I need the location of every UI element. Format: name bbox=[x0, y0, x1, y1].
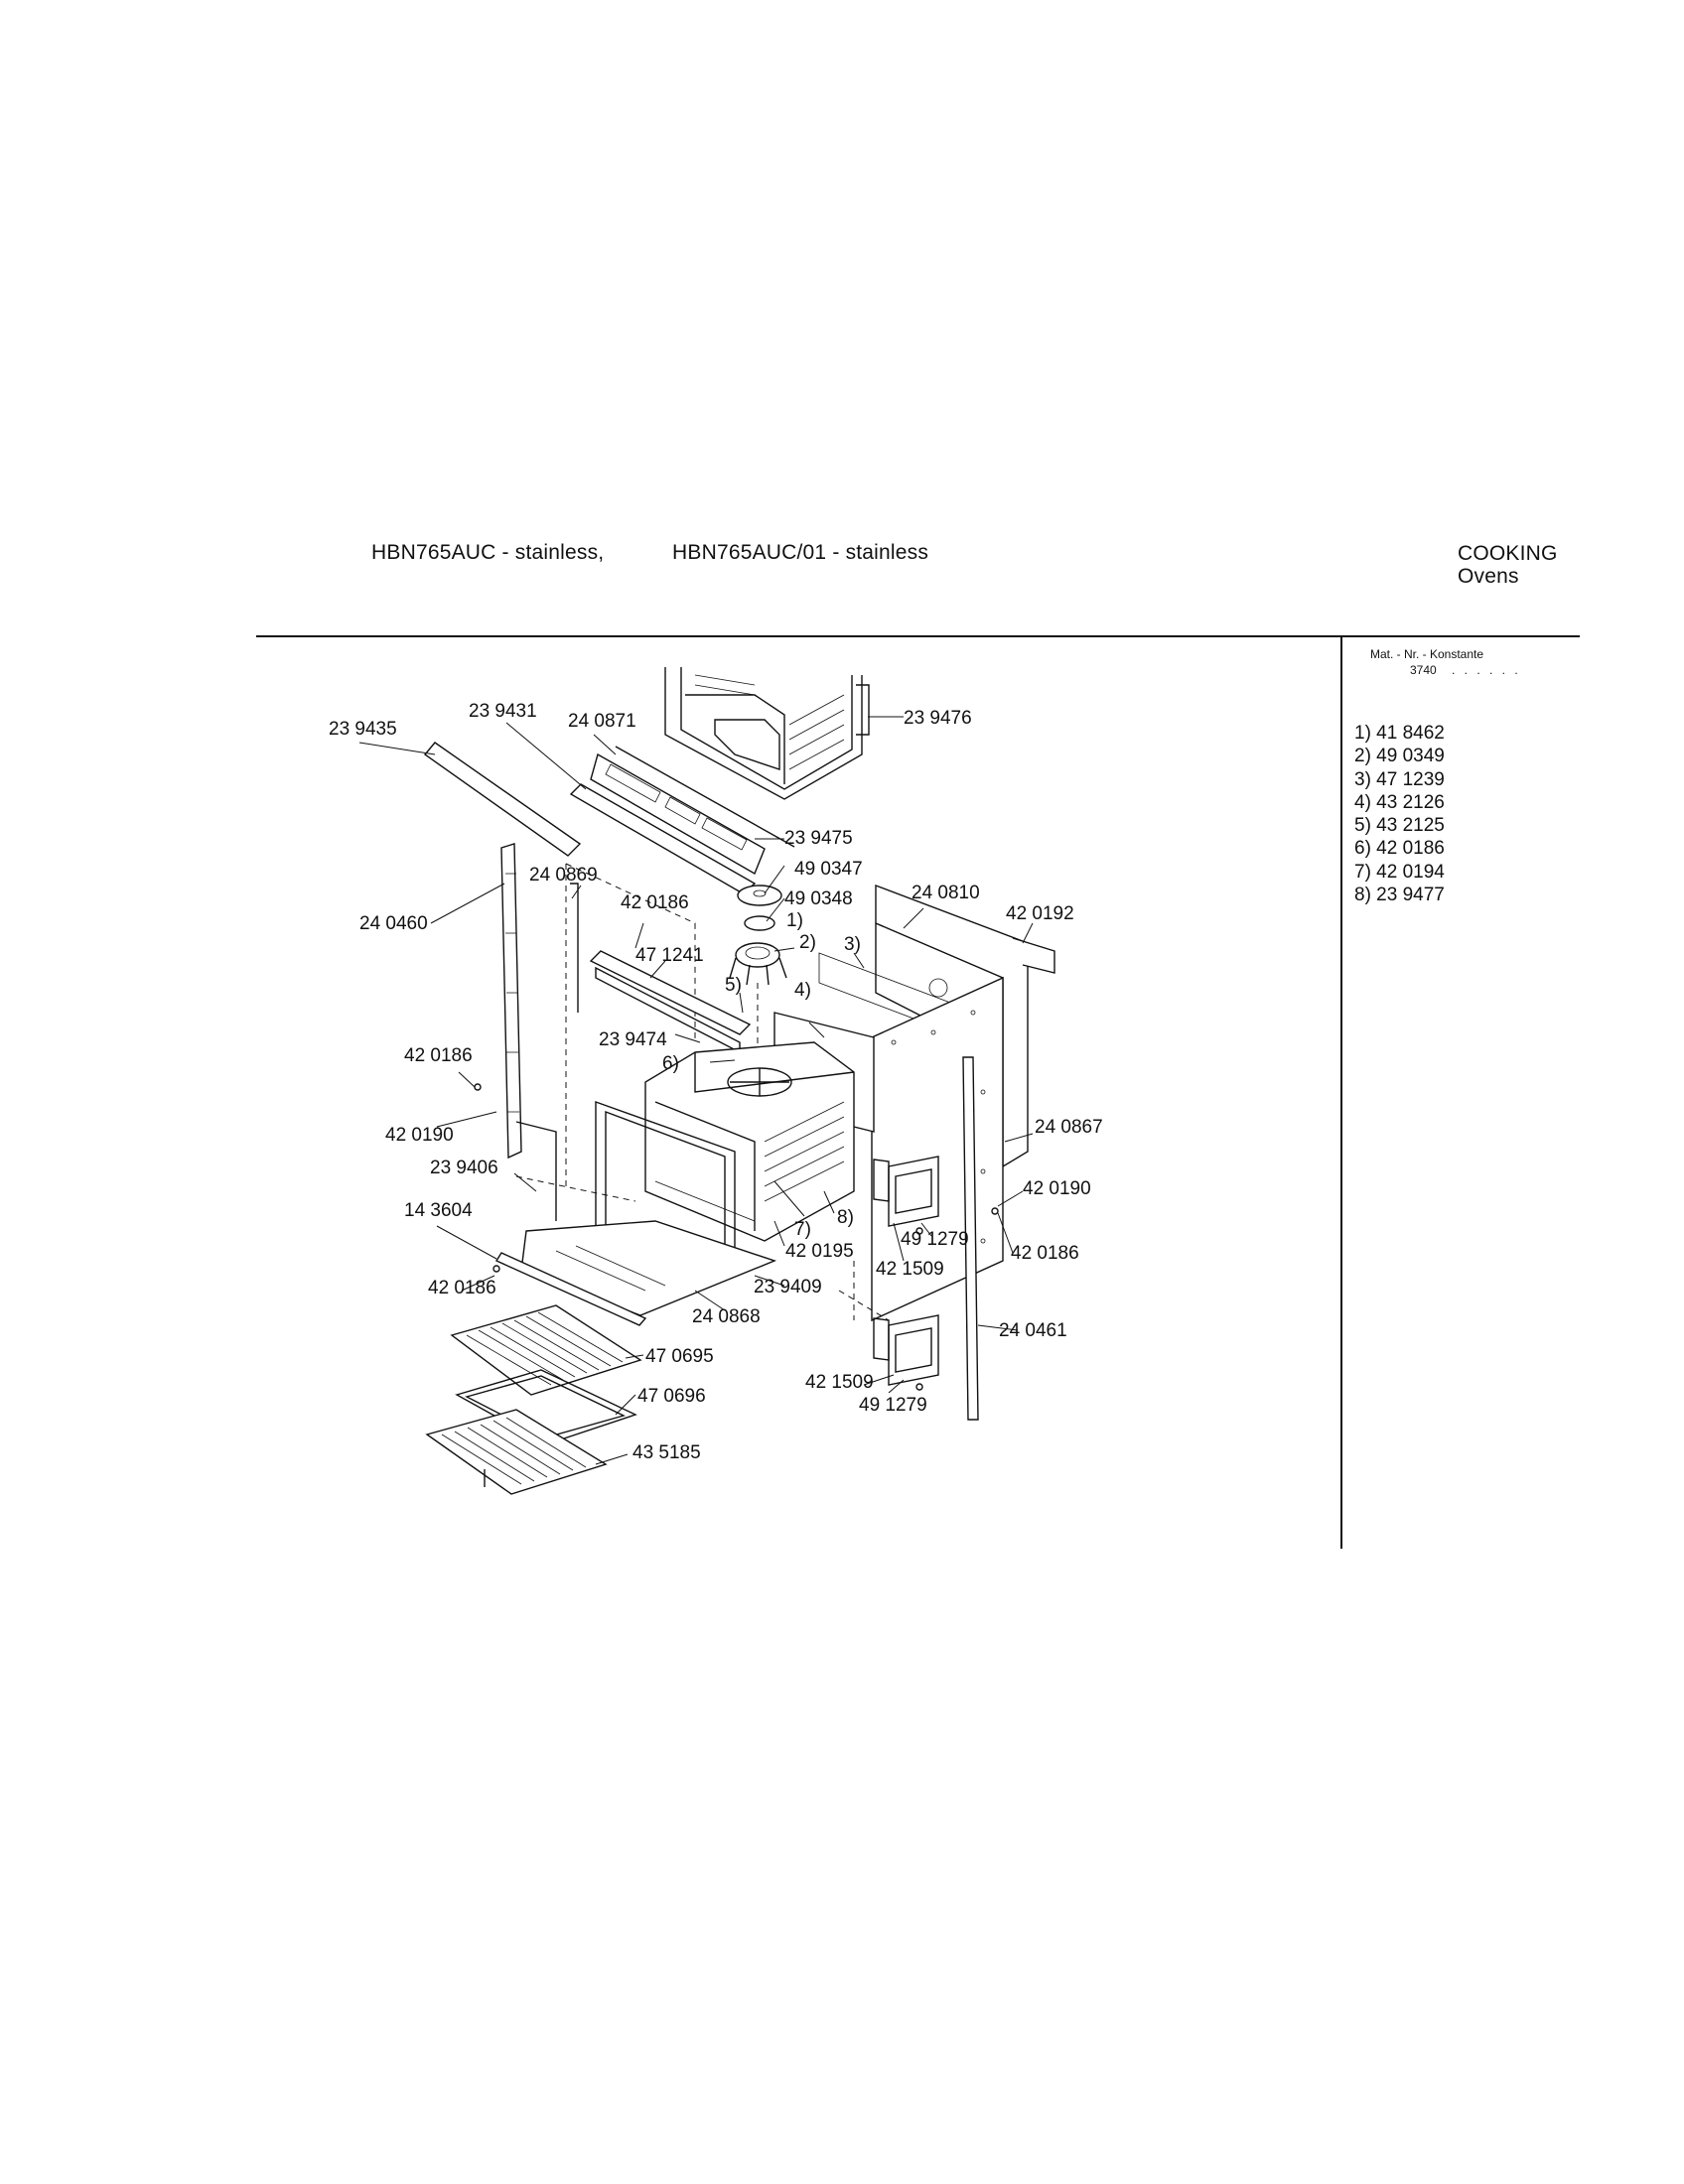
part-label-23-9435: 23 9435 bbox=[329, 719, 397, 740]
footnote-ref-5: 5) bbox=[725, 975, 742, 996]
fan-assembly-drawing bbox=[729, 885, 787, 1082]
footnote-item: 2) 49 0349 bbox=[1354, 746, 1445, 767]
oven-cavity-drawing bbox=[644, 1041, 855, 1242]
side-panel-constant: 3740 bbox=[1410, 663, 1437, 677]
hinge-lower-drawing bbox=[873, 1314, 939, 1386]
top-housing-drawing bbox=[664, 667, 870, 800]
footnote-ref-7: 7) bbox=[794, 1219, 811, 1240]
footnote-item: 6) 42 0186 bbox=[1354, 838, 1445, 860]
footnote-item: 7) 42 0194 bbox=[1354, 861, 1445, 883]
oven-rack-43-5185-drawing bbox=[425, 1409, 608, 1495]
footnote-item: 3) 47 1239 bbox=[1354, 768, 1445, 790]
part-label-42-0186-b: 42 0186 bbox=[404, 1045, 473, 1066]
part-label-24-0810: 24 0810 bbox=[912, 883, 980, 903]
part-label-42-0186-c: 42 0186 bbox=[1011, 1243, 1079, 1264]
part-labels: 23 9435 23 9431 24 0871 23 9476 23 9475 … bbox=[329, 701, 1103, 1463]
footnote-item: 8) 23 9477 bbox=[1354, 885, 1445, 906]
part-label-42-0186-d: 42 0186 bbox=[428, 1278, 496, 1298]
part-label-23-9475: 23 9475 bbox=[784, 828, 853, 849]
side-rail-24-0461-drawing bbox=[962, 1056, 979, 1421]
part-label-23-9474: 23 9474 bbox=[599, 1029, 667, 1050]
part-label-43-5185: 43 5185 bbox=[632, 1442, 701, 1463]
footnote-ref-8: 8) bbox=[837, 1207, 854, 1228]
part-label-47-0695: 47 0695 bbox=[645, 1346, 714, 1367]
control-frame-drawing bbox=[590, 746, 795, 876]
part-label-42-0190-b: 42 0190 bbox=[1023, 1178, 1091, 1199]
oven-rack-47-0695-drawing bbox=[450, 1304, 642, 1396]
part-label-42-0190-a: 42 0190 bbox=[385, 1125, 454, 1146]
bottom-plate-drawing bbox=[520, 1220, 777, 1316]
part-label-49-0347: 49 0347 bbox=[794, 859, 863, 880]
part-drawings bbox=[423, 667, 1055, 1495]
heater-47-1241-drawing bbox=[589, 950, 752, 1035]
part-label-23-9409: 23 9409 bbox=[754, 1277, 822, 1297]
footnote-ref-2: 2) bbox=[799, 932, 816, 953]
panel-23-9435-drawing bbox=[423, 742, 582, 857]
model-label-2: HBN765AUC/01 - stainless bbox=[672, 541, 929, 564]
rail-14-3604-drawing bbox=[494, 1252, 647, 1326]
part-label-49-0348: 49 0348 bbox=[784, 888, 853, 909]
part-label-14-3604: 14 3604 bbox=[404, 1200, 473, 1221]
part-label-47-0696: 47 0696 bbox=[637, 1386, 706, 1407]
part-label-42-1509-b: 42 1509 bbox=[805, 1372, 874, 1393]
part-label-24-0868: 24 0868 bbox=[692, 1306, 761, 1327]
side-panel-divider bbox=[1340, 637, 1342, 1549]
footnote-item: 4) 43 2126 bbox=[1354, 791, 1445, 813]
header-rule bbox=[256, 635, 1580, 637]
part-label-24-0869: 24 0869 bbox=[529, 865, 598, 886]
footnote-ref-1: 1) bbox=[786, 910, 803, 931]
hinge-upper-drawing bbox=[873, 1156, 939, 1227]
part-label-47-1241: 47 1241 bbox=[635, 945, 704, 966]
part-label-24-0461: 24 0461 bbox=[999, 1320, 1067, 1341]
part-label-23-9476: 23 9476 bbox=[904, 708, 972, 729]
side-panel-constant-dots: . . . . . . bbox=[1452, 663, 1521, 677]
footnote-ref-4: 4) bbox=[794, 980, 811, 1001]
footnote-ref-6: 6) bbox=[662, 1053, 679, 1074]
part-label-49-1279-a: 49 1279 bbox=[901, 1229, 969, 1250]
leader-lines bbox=[358, 716, 1034, 1465]
category-label: COOKING bbox=[1458, 542, 1558, 565]
part-label-23-9406: 23 9406 bbox=[430, 1158, 498, 1178]
side-panel-title: Mat. - Nr. - Konstante bbox=[1370, 647, 1484, 661]
footnote-list: 1) 41 8462 2) 49 0349 3) 47 1239 4) 43 2… bbox=[1354, 722, 1445, 906]
part-label-23-9431: 23 9431 bbox=[469, 701, 537, 722]
part-label-24-0460: 24 0460 bbox=[359, 913, 428, 934]
part-label-24-0867: 24 0867 bbox=[1035, 1117, 1103, 1138]
subcategory-label: Ovens bbox=[1458, 565, 1519, 588]
part-label-49-1279-b: 49 1279 bbox=[859, 1395, 927, 1416]
footnote-item: 1) 41 8462 bbox=[1354, 723, 1445, 744]
part-label-42-0186-a: 42 0186 bbox=[621, 892, 689, 913]
side-rail-24-0460-drawing bbox=[500, 843, 522, 1160]
footnote-ref-3: 3) bbox=[844, 934, 861, 955]
footnote-item: 5) 43 2125 bbox=[1354, 815, 1445, 837]
part-label-42-0195: 42 0195 bbox=[785, 1241, 854, 1262]
part-label-24-0871: 24 0871 bbox=[568, 711, 636, 732]
model-label-1: HBN765AUC - stainless, bbox=[371, 541, 605, 564]
part-label-42-1509-a: 42 1509 bbox=[876, 1259, 944, 1280]
part-label-42-0192: 42 0192 bbox=[1006, 903, 1074, 924]
